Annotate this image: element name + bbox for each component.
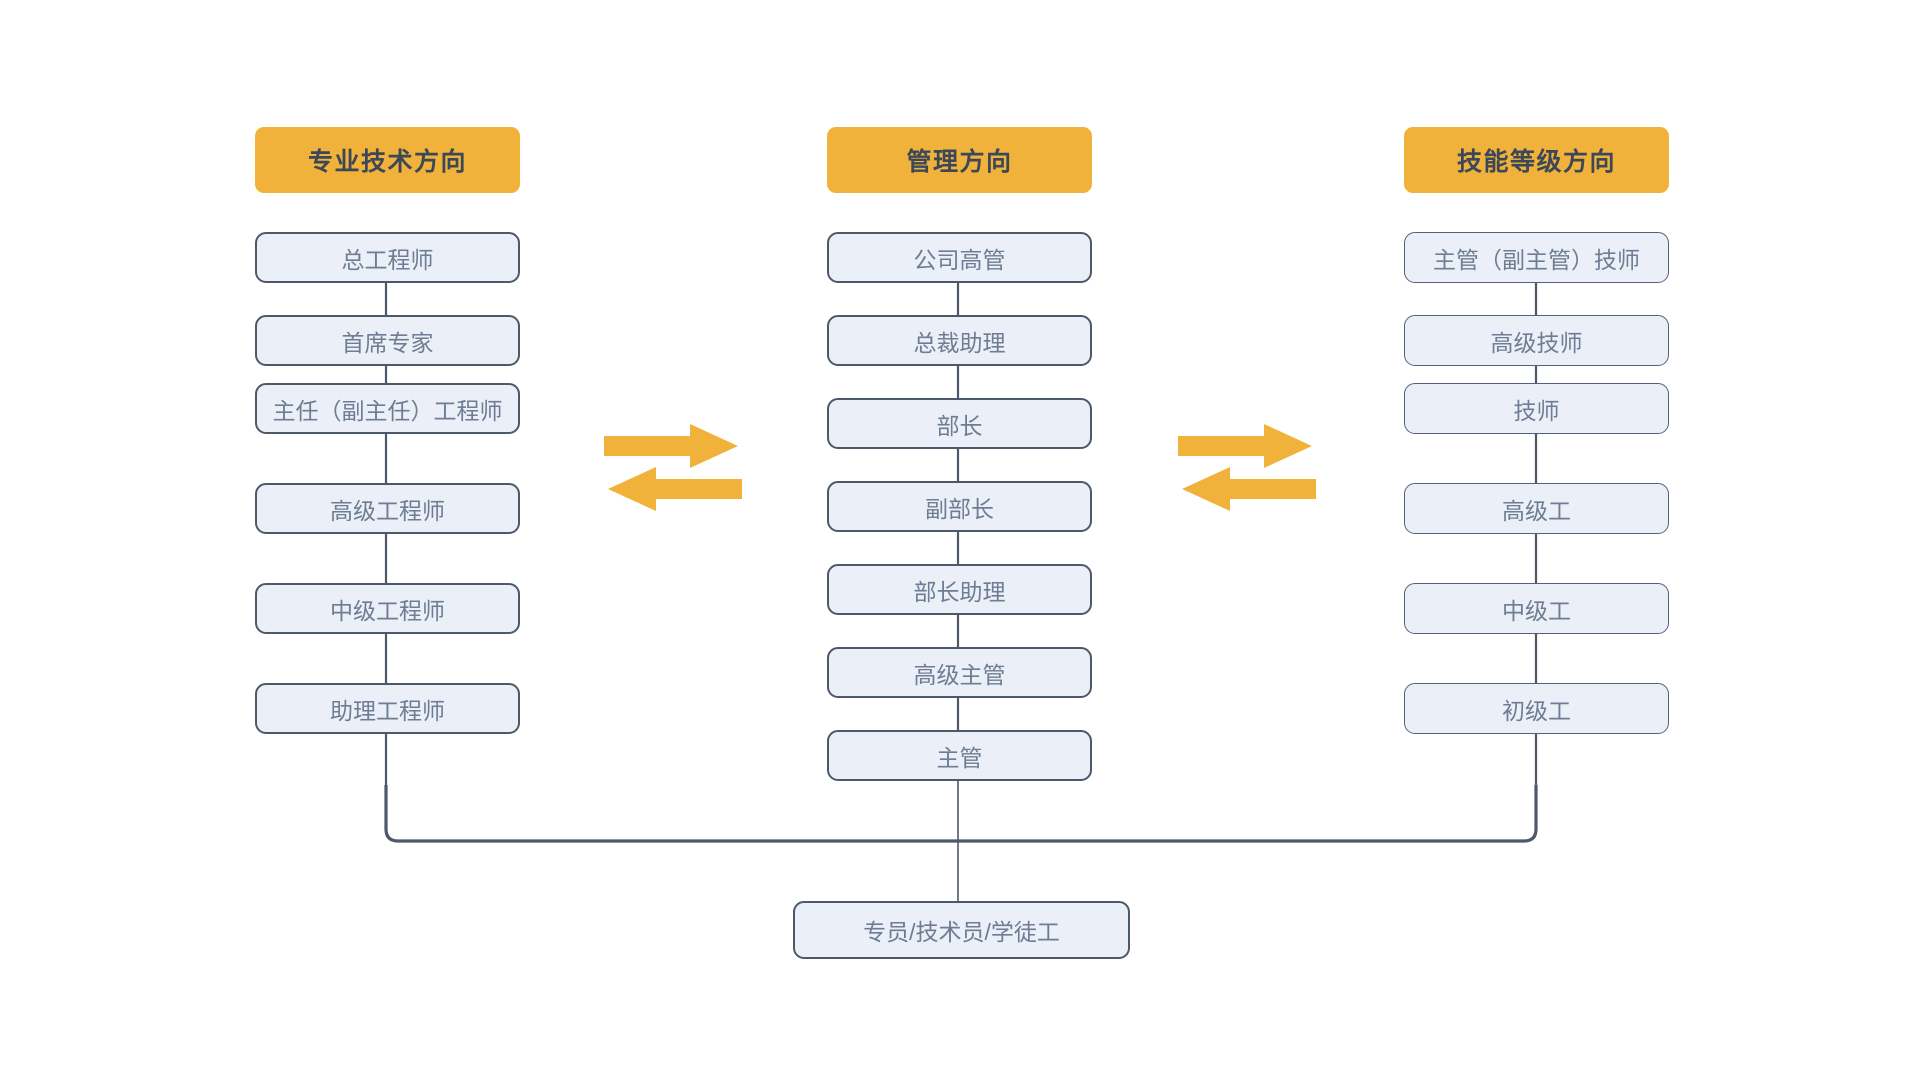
node-label: 助理工程师 [330,697,445,724]
node-technical-5[interactable]: 助理工程师 [255,683,520,734]
node-technical-3[interactable]: 高级工程师 [255,483,520,534]
node-label: 技师 [1513,397,1560,424]
node-management-2[interactable]: 部长 [827,398,1092,449]
node-label: 主任（副主任）工程师 [272,397,503,424]
node-management-0[interactable]: 公司高管 [827,232,1092,283]
node-management-6[interactable]: 主管 [827,730,1092,781]
column-header-technical[interactable]: 专业技术方向 [255,127,520,193]
transfer-arrows-icon-technical-management[interactable] [598,420,748,520]
node-technical-2[interactable]: 主任（副主任）工程师 [255,383,520,434]
node-label: 中级工 [1502,597,1571,624]
node-management-4[interactable]: 部长助理 [827,564,1092,615]
column-header-skill-label: 技能等级方向 [1456,148,1616,176]
node-label: 高级技师 [1490,329,1583,356]
node-label: 部长 [936,412,983,439]
node-label: 公司高管 [913,246,1006,273]
node-management-1[interactable]: 总裁助理 [827,315,1092,366]
node-base-entry[interactable]: 专员/技术员/学徒工 [793,901,1130,959]
node-skill-0[interactable]: 主管（副主管）技师 [1404,232,1669,283]
node-label: 初级工 [1502,697,1571,724]
column-header-technical-label: 专业技术方向 [307,148,467,176]
column-header-skill[interactable]: 技能等级方向 [1404,127,1669,193]
node-management-5[interactable]: 高级主管 [827,647,1092,698]
node-label: 专员/技术员/学徒工 [863,919,1060,945]
node-label: 高级工 [1502,497,1571,524]
node-management-3[interactable]: 副部长 [827,481,1092,532]
node-technical-4[interactable]: 中级工程师 [255,583,520,634]
node-skill-4[interactable]: 中级工 [1404,583,1669,634]
node-label: 部长助理 [913,578,1006,605]
node-technical-0[interactable]: 总工程师 [255,232,520,283]
node-label: 首席专家 [341,329,434,356]
node-skill-2[interactable]: 技师 [1404,383,1669,434]
node-label: 中级工程师 [330,597,445,624]
node-technical-1[interactable]: 首席专家 [255,315,520,366]
column-header-management[interactable]: 管理方向 [827,127,1092,193]
node-label: 总裁助理 [913,329,1006,356]
node-skill-3[interactable]: 高级工 [1404,483,1669,534]
column-header-management-label: 管理方向 [906,148,1013,176]
node-label: 高级工程师 [330,497,445,524]
node-label: 总工程师 [341,246,434,273]
node-label: 副部长 [925,495,994,522]
transfer-arrows-icon-management-skill[interactable] [1172,420,1322,520]
node-label: 高级主管 [913,661,1006,688]
node-label: 主管（副主管）技师 [1433,246,1640,273]
node-skill-5[interactable]: 初级工 [1404,683,1669,734]
node-label: 主管 [936,744,983,771]
node-skill-1[interactable]: 高级技师 [1404,315,1669,366]
